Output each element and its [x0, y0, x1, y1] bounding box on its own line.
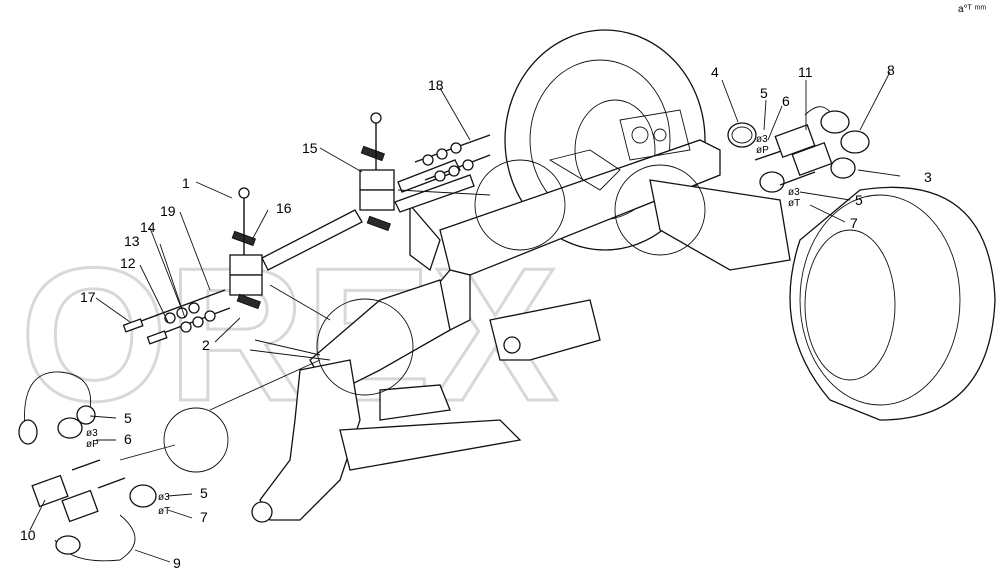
callout-5a: 5	[760, 85, 768, 101]
callout-1: 1	[182, 175, 190, 191]
ring-mark-left-p: øP	[86, 439, 99, 450]
ring-mark-bot-t: øT	[158, 506, 170, 517]
callout-9: 9	[173, 555, 181, 571]
ring-mark-mid-t: øT	[788, 198, 800, 209]
callout-labels: 1 2 3 4 5 5 5 5 6 6 7 7 8 9 10 11 12 13 …	[20, 62, 932, 571]
corner-mark: a°ᵀ ᵐᵐ	[958, 4, 986, 15]
ring-mark-bot-3: ø3	[158, 492, 170, 503]
callout-6a: 6	[782, 93, 790, 109]
callout-19: 19	[160, 203, 176, 219]
leader-lines	[29, 71, 901, 563]
callout-7a: 7	[850, 215, 858, 231]
hydraulic-pipes	[261, 159, 491, 321]
callout-5c: 5	[124, 410, 132, 426]
clamp-block-right	[359, 112, 395, 232]
callout-3: 3	[924, 169, 932, 185]
coupler-set-top	[727, 106, 870, 193]
callout-11: 11	[798, 64, 813, 80]
detail-circles	[119, 159, 706, 473]
callout-5d: 5	[200, 485, 208, 501]
coupler-set-bottom	[18, 371, 157, 562]
tractor-frame	[249, 109, 791, 523]
callout-15: 15	[302, 140, 318, 156]
rear-wheel-lower	[789, 186, 996, 421]
ring-markings: ø3 øP ø3 øT ø3 øP ø3 øT	[86, 134, 800, 517]
ring-mark-top-p: øP	[756, 145, 769, 156]
callout-18: 18	[428, 77, 444, 93]
callout-14: 14	[140, 219, 156, 235]
callout-8: 8	[887, 62, 895, 78]
ring-mark-top-3: ø3	[756, 134, 768, 145]
fitting-stack-right	[414, 134, 491, 182]
callout-13: 13	[124, 233, 140, 249]
ring-mark-mid-3: ø3	[788, 187, 800, 198]
clamp-block-left	[229, 187, 263, 310]
callout-16: 16	[276, 200, 292, 216]
callout-5b: 5	[855, 192, 863, 208]
callout-12: 12	[120, 255, 136, 271]
fitting-stack-left	[122, 289, 231, 345]
ring-mark-left-3: ø3	[86, 428, 98, 439]
callout-17: 17	[80, 289, 96, 305]
callout-6b: 6	[124, 431, 132, 447]
callout-4: 4	[711, 64, 719, 80]
callout-10: 10	[20, 527, 36, 543]
callout-7b: 7	[200, 509, 208, 525]
callout-2: 2	[202, 337, 210, 353]
